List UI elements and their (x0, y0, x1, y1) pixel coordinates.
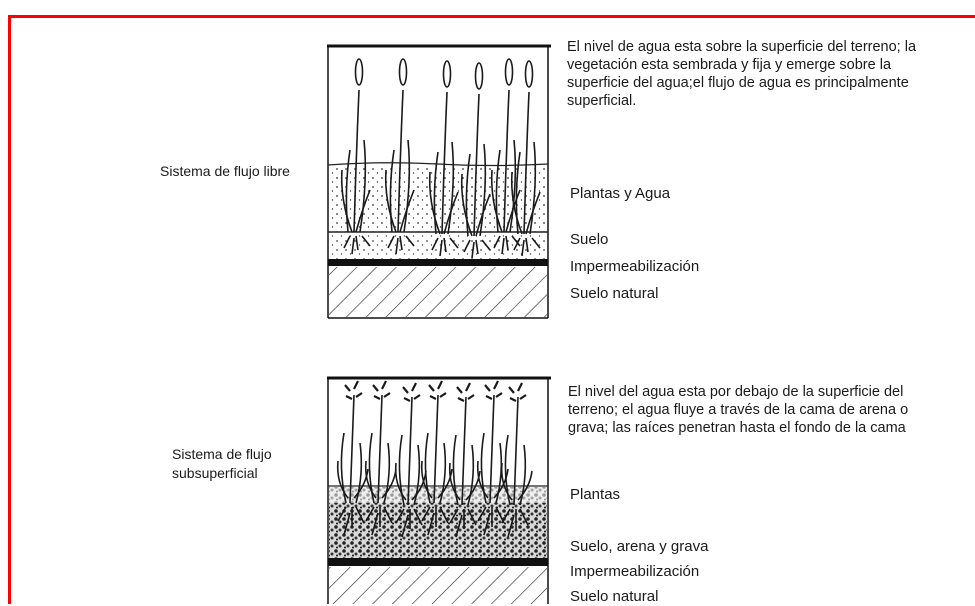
layer-label-soil: Suelo (570, 231, 608, 249)
layer-label-waterproofing-bottom: Impermeabilización (570, 563, 699, 581)
layer-label-natural-soil-bottom: Suelo natural (570, 588, 658, 606)
layer-label-plants: Plantas (570, 486, 620, 504)
layer-label-plants-water: Plantas y Agua (570, 185, 670, 203)
layer-label-waterproofing: Impermeabilización (570, 258, 699, 276)
subsurface-system-label-line2: subsuperficial (172, 465, 258, 482)
subsurface-description: El nivel del agua esta por debajo de la … (568, 383, 918, 437)
free-flow-cross-section (326, 40, 552, 320)
free-flow-description: El nivel de agua esta sobre la superfici… (567, 38, 927, 110)
subsurface-system-label-line1: Sistema de flujo (172, 446, 272, 463)
free-flow-system-label: Sistema de flujo libre (160, 163, 290, 180)
layer-label-soil-sand-gravel: Suelo, arena y grava (570, 538, 708, 556)
subsurface-cross-section (326, 373, 552, 604)
layer-label-natural-soil: Suelo natural (570, 285, 658, 303)
